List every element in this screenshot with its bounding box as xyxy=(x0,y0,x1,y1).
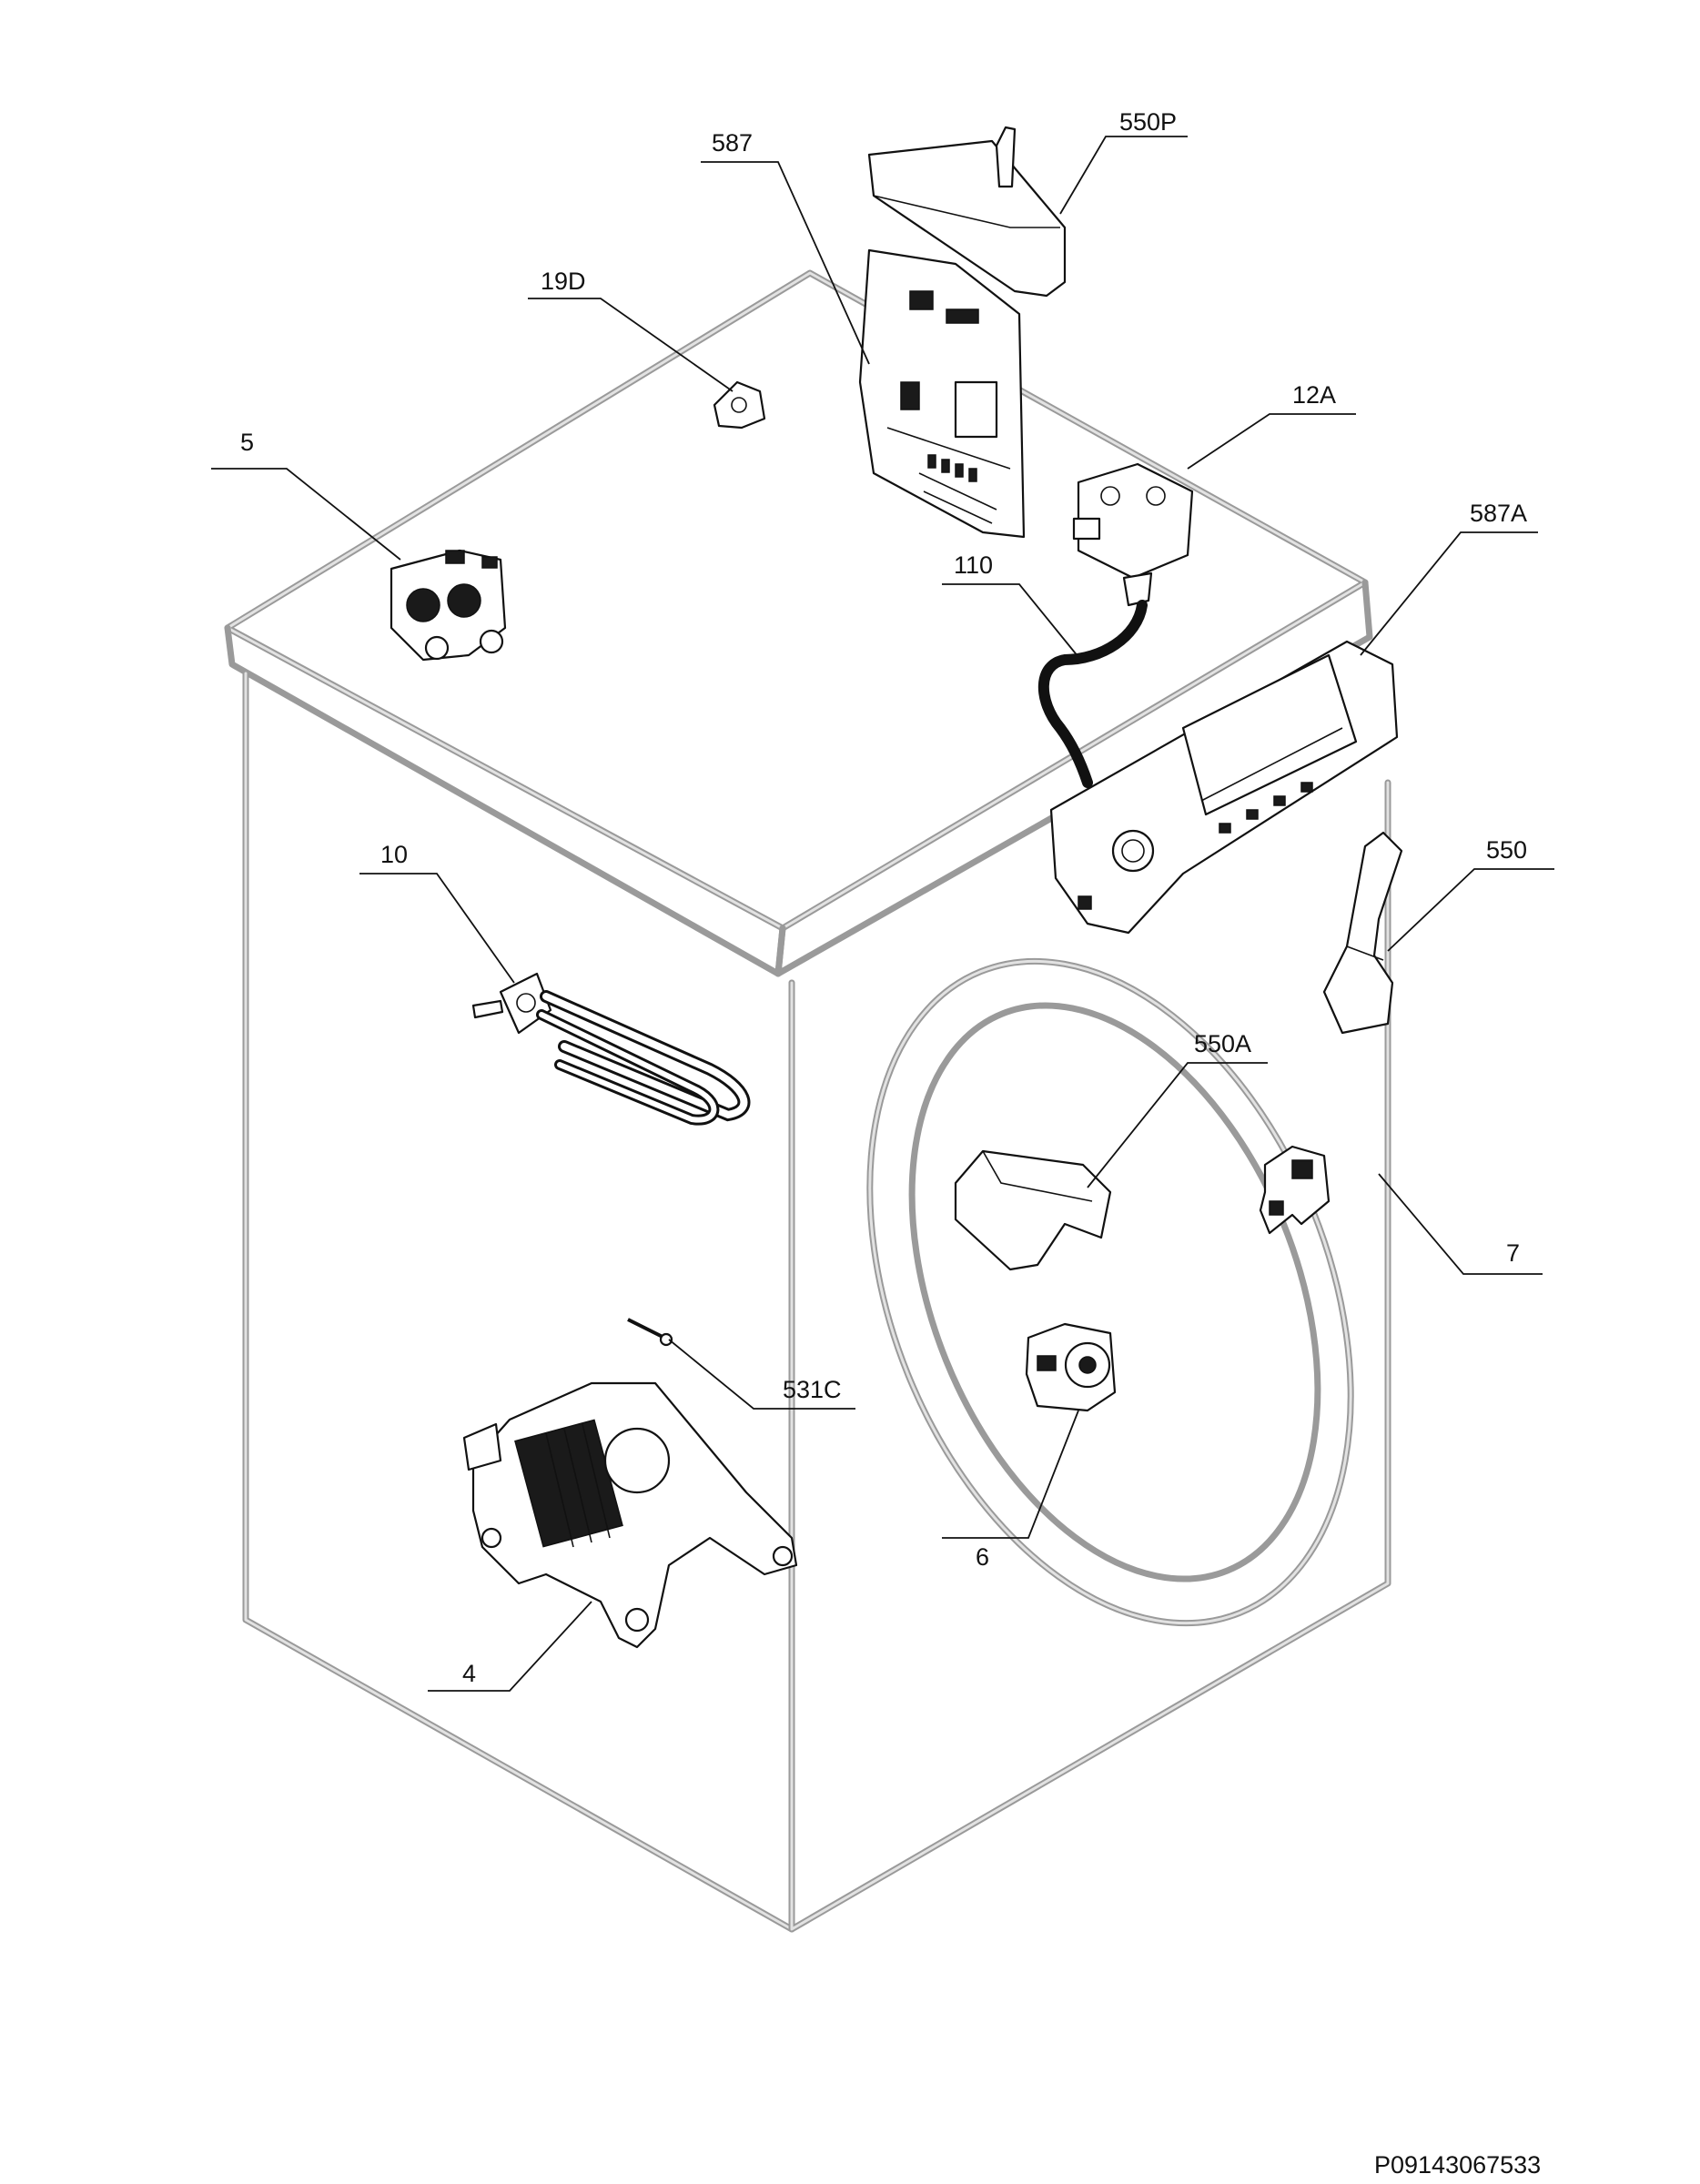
callout-550a: 550A xyxy=(1194,1030,1251,1057)
cabinet-outline xyxy=(224,269,1391,1933)
part-10-heater xyxy=(471,972,751,1126)
part-550p-cover xyxy=(867,126,1067,298)
callout-587a: 587A xyxy=(1470,500,1527,527)
part-550a-cover xyxy=(954,1149,1112,1271)
part-12a-pressure-switch xyxy=(1072,462,1194,607)
part-531c-screw xyxy=(627,1318,673,1347)
callout-550p: 550P xyxy=(1119,108,1177,136)
callout-12a: 12A xyxy=(1292,381,1336,409)
part-19d-clip xyxy=(713,380,766,430)
callout-6: 6 xyxy=(976,1543,989,1571)
callout-4: 4 xyxy=(462,1660,476,1687)
part-7-door-lock xyxy=(1259,1145,1331,1235)
callout-531c: 531C xyxy=(783,1376,842,1403)
callout-19d: 19D xyxy=(541,268,586,295)
part-587-board xyxy=(858,248,1026,539)
leader-lines xyxy=(211,136,1554,1692)
part-5-inlet-valve xyxy=(390,549,507,662)
callout-110: 110 xyxy=(954,551,993,579)
callout-550: 550 xyxy=(1486,836,1527,864)
part-4-motor xyxy=(462,1381,798,1649)
part-110-hose xyxy=(1037,600,1148,788)
reference-code: P09143067533 xyxy=(1374,2151,1541,2179)
callout-labels: 587 550P 19D 12A 5 587A 110 10 550 550A … xyxy=(240,108,1527,1687)
part-587a-control-board xyxy=(1049,640,1399,935)
part-6-drain-pump xyxy=(1025,1322,1117,1412)
callout-5: 5 xyxy=(240,429,254,456)
callout-587: 587 xyxy=(712,129,753,157)
part-550-lever xyxy=(1322,831,1403,1035)
callout-7: 7 xyxy=(1506,1239,1520,1267)
callout-10: 10 xyxy=(380,841,408,868)
